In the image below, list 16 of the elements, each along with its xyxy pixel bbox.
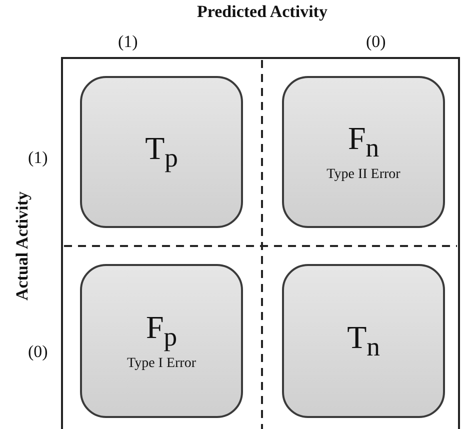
error-type-label: Type I Error [127, 356, 196, 372]
cell-symbol: F$_{n}$ [348, 121, 380, 163]
class-value-label: (0) [28, 342, 48, 362]
cell-symbol: T$_{n}$ [347, 320, 380, 362]
matrix-cell-box [282, 76, 445, 228]
class-value-label: (0) [366, 32, 386, 52]
class-value-label: (1) [118, 32, 138, 52]
matrix-cell-box [80, 76, 243, 228]
matrix-cell-box [80, 264, 243, 418]
cell-symbol: F$_{p}$ [146, 310, 178, 352]
matrix-cell-box [282, 264, 445, 418]
cell-symbol: T$_{p}$ [145, 131, 178, 173]
class-value-label: (1) [28, 148, 48, 168]
axis-title: Actual Activity [12, 191, 32, 301]
axis-title: Predicted Activity [197, 2, 328, 22]
error-type-label: Type II Error [326, 166, 400, 183]
